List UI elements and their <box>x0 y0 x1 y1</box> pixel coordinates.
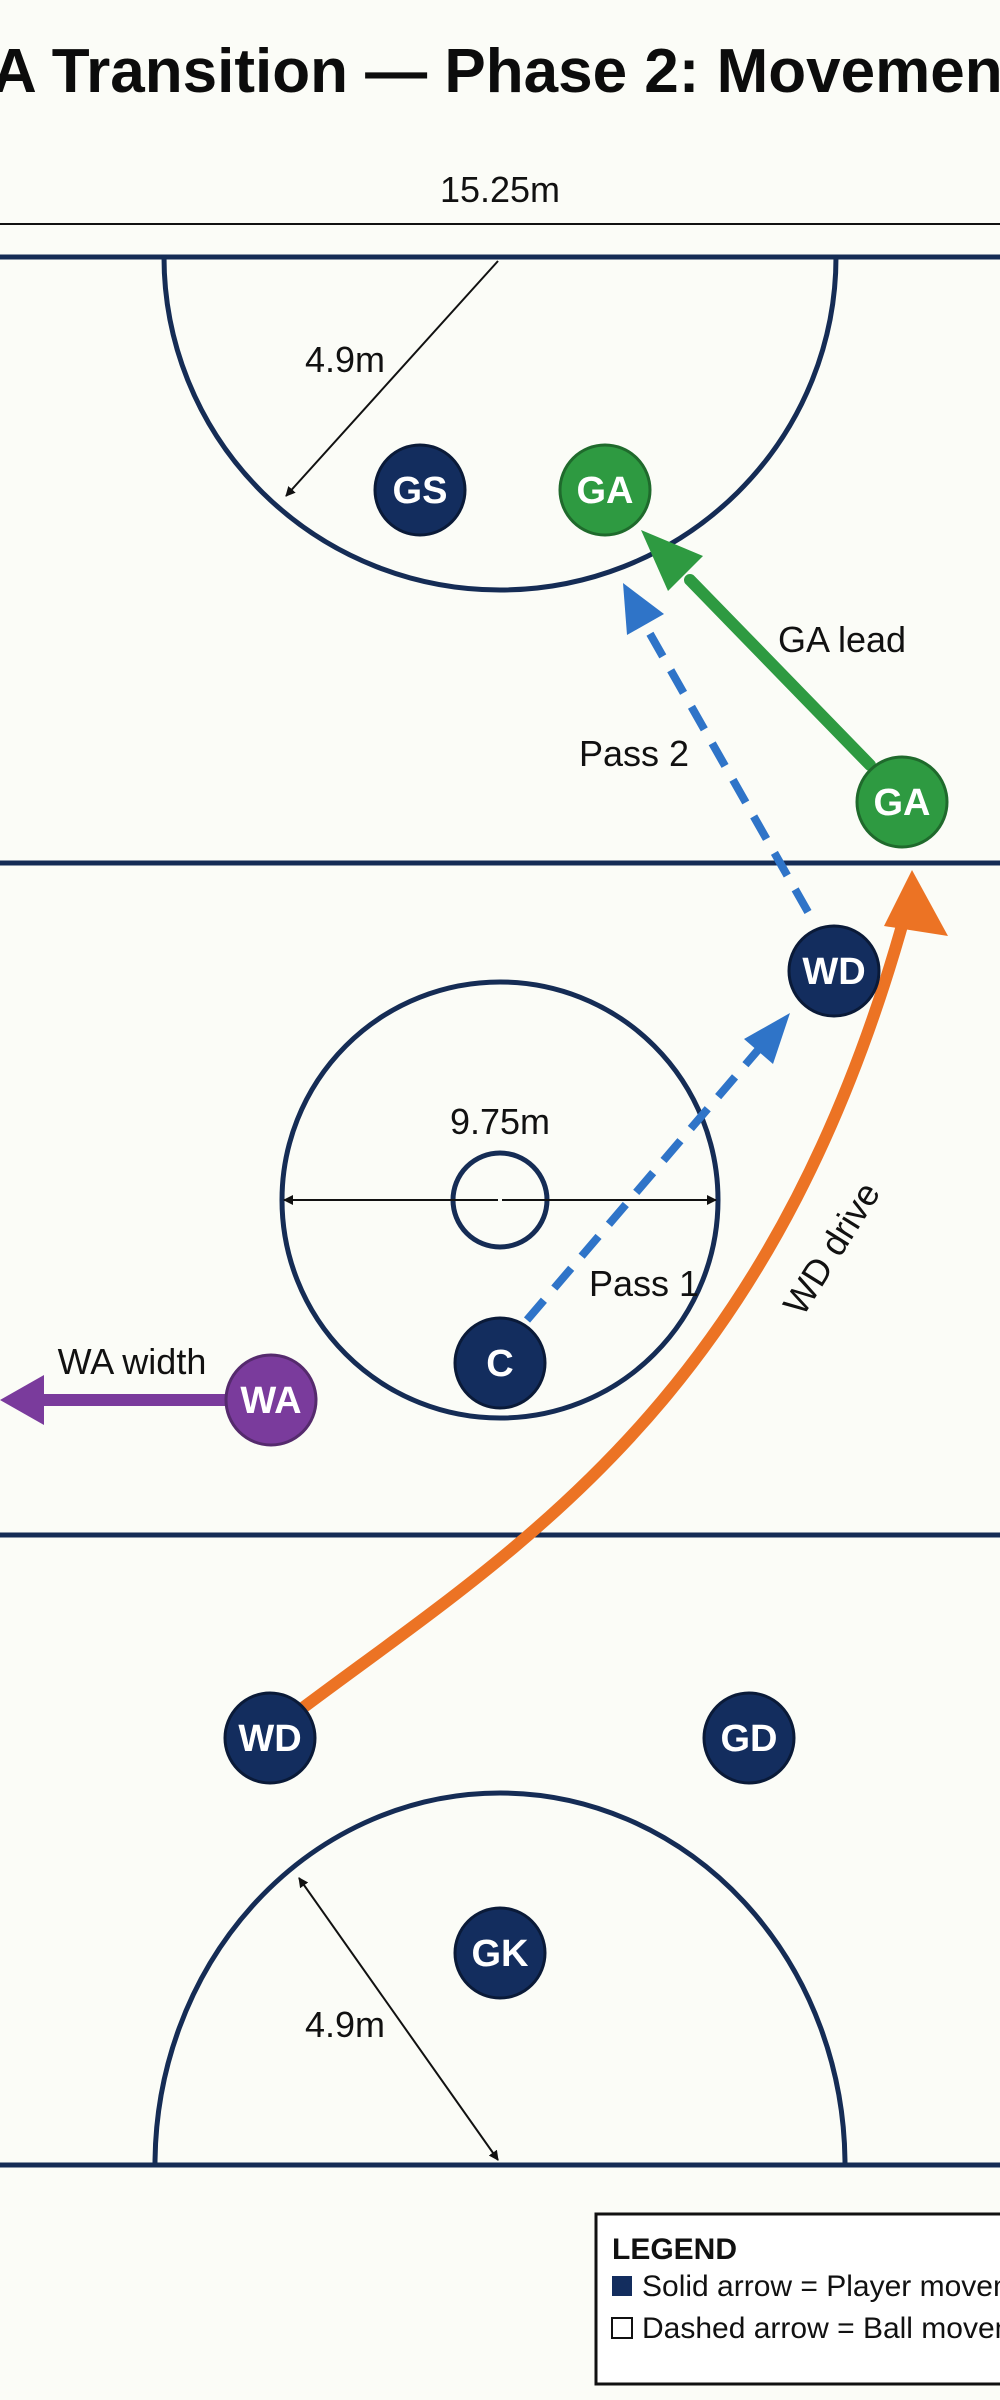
pass-2-arrowhead <box>623 583 664 635</box>
bottom-circle-radius-label: 4.9m <box>305 2004 385 2045</box>
bottom-radius-arrow <box>298 1877 499 2161</box>
player-c: C <box>453 1316 547 1410</box>
players: GS GA GA WD C WA WD GD <box>223 443 949 2000</box>
ga-lead-arrow <box>641 530 876 771</box>
player-wd-start-label: WD <box>238 1718 301 1760</box>
player-wd-start: WD <box>223 1691 317 1785</box>
player-c-label: C <box>486 1343 513 1385</box>
bottom-goal-circle <box>152 1790 848 2166</box>
court-width-dimension: 15.25m <box>0 169 1000 225</box>
legend-solid-label: Solid arrow = Player moveme <box>642 2270 1000 2303</box>
legend-box <box>594 2212 1000 2386</box>
solid-swatch-icon <box>612 2276 632 2296</box>
player-wa: WA <box>224 1353 318 1447</box>
player-wd-mid-label: WD <box>802 951 865 993</box>
legend-title: LEGEND <box>612 2233 737 2266</box>
wa-width-label: WA width <box>58 1341 207 1382</box>
player-gk: GK <box>453 1906 547 2000</box>
centre-circle-diameter-label: 9.75m <box>450 1101 550 1142</box>
ga-lead-label: GA lead <box>778 619 906 660</box>
player-gd: GD <box>702 1691 796 1785</box>
player-ga-circle: GA <box>558 443 652 537</box>
player-wa-label: WA <box>240 1380 301 1422</box>
player-ga-circle-label: GA <box>577 470 634 512</box>
player-gs-label: GS <box>393 470 448 512</box>
pass-1-arrow <box>523 1047 762 1323</box>
player-wd-mid: WD <box>787 924 881 1018</box>
player-gk-label: GK <box>472 1933 530 1975</box>
wd-drive-arrow <box>294 870 948 1716</box>
pass-1-arrowhead <box>744 1013 790 1064</box>
ball-movement-arrows <box>523 583 812 1323</box>
legend-dashed-label: Dashed arrow = Ball moveme <box>642 2312 1000 2345</box>
player-gd-label: GD <box>721 1718 778 1760</box>
player-ga-start-label: GA <box>874 782 931 824</box>
pass-2-arrow <box>641 623 812 914</box>
court-width-label: 15.25m <box>440 169 560 210</box>
player-gs: GS <box>373 443 467 537</box>
top-radius-arrow <box>285 260 499 497</box>
pass-2-label: Pass 2 <box>579 733 689 774</box>
page-title: A Transition — Phase 2: Movement <box>0 37 1000 106</box>
court-lines <box>0 254 1000 2168</box>
centre-third-circle <box>279 979 721 1421</box>
player-ga-start: GA <box>855 755 949 849</box>
legend: LEGEND Solid arrow = Player moveme Dashe… <box>594 2212 1000 2386</box>
top-circle-radius-label: 4.9m <box>305 339 385 380</box>
wa-width-arrow <box>0 1375 228 1425</box>
pass-1-label: Pass 1 <box>589 1263 699 1304</box>
dashed-swatch-icon <box>611 2317 633 2339</box>
top-goal-circle <box>161 256 839 593</box>
dimension-arrows <box>283 260 717 2161</box>
